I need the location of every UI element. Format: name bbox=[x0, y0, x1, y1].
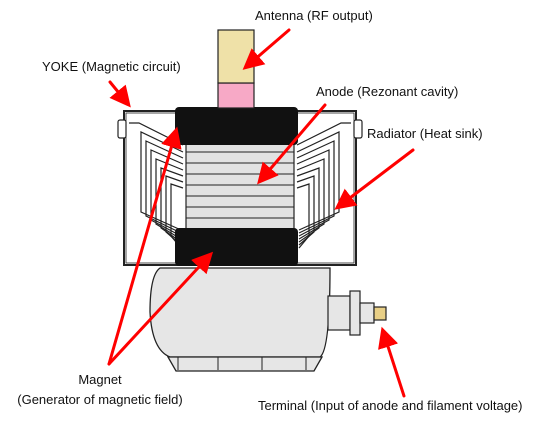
callout-arrows bbox=[107, 28, 415, 398]
label-magnet-description: (Generator of magnetic field) bbox=[17, 392, 183, 407]
terminal-connector bbox=[327, 290, 387, 336]
label-radiator: Radiator (Heat sink) bbox=[367, 126, 483, 141]
arrow-anode bbox=[257, 103, 327, 185]
radiator-fins-right bbox=[296, 122, 351, 249]
arrow-yoke bbox=[108, 80, 131, 108]
magnet-lower bbox=[175, 228, 298, 266]
arrow-magnet-upper bbox=[107, 126, 182, 366]
arrow-magnet-lower bbox=[107, 251, 214, 366]
label-magnet: Magnet bbox=[78, 372, 122, 387]
arrow-terminal bbox=[378, 326, 406, 398]
label-anode: Anode (Rezonant cavity) bbox=[316, 84, 459, 99]
filament-housing bbox=[149, 267, 331, 372]
arrow-radiator bbox=[334, 148, 415, 210]
antenna bbox=[217, 29, 255, 109]
radiator-fins-left bbox=[129, 122, 184, 249]
arrow-antenna bbox=[242, 28, 291, 70]
label-yoke: YOKE (Magnetic circuit) bbox=[42, 59, 181, 74]
label-antenna: Antenna (RF output) bbox=[255, 8, 373, 23]
anode-cavity bbox=[185, 139, 295, 233]
magnet-upper bbox=[175, 107, 298, 145]
label-terminal: Terminal (Input of anode and filament vo… bbox=[258, 398, 523, 413]
